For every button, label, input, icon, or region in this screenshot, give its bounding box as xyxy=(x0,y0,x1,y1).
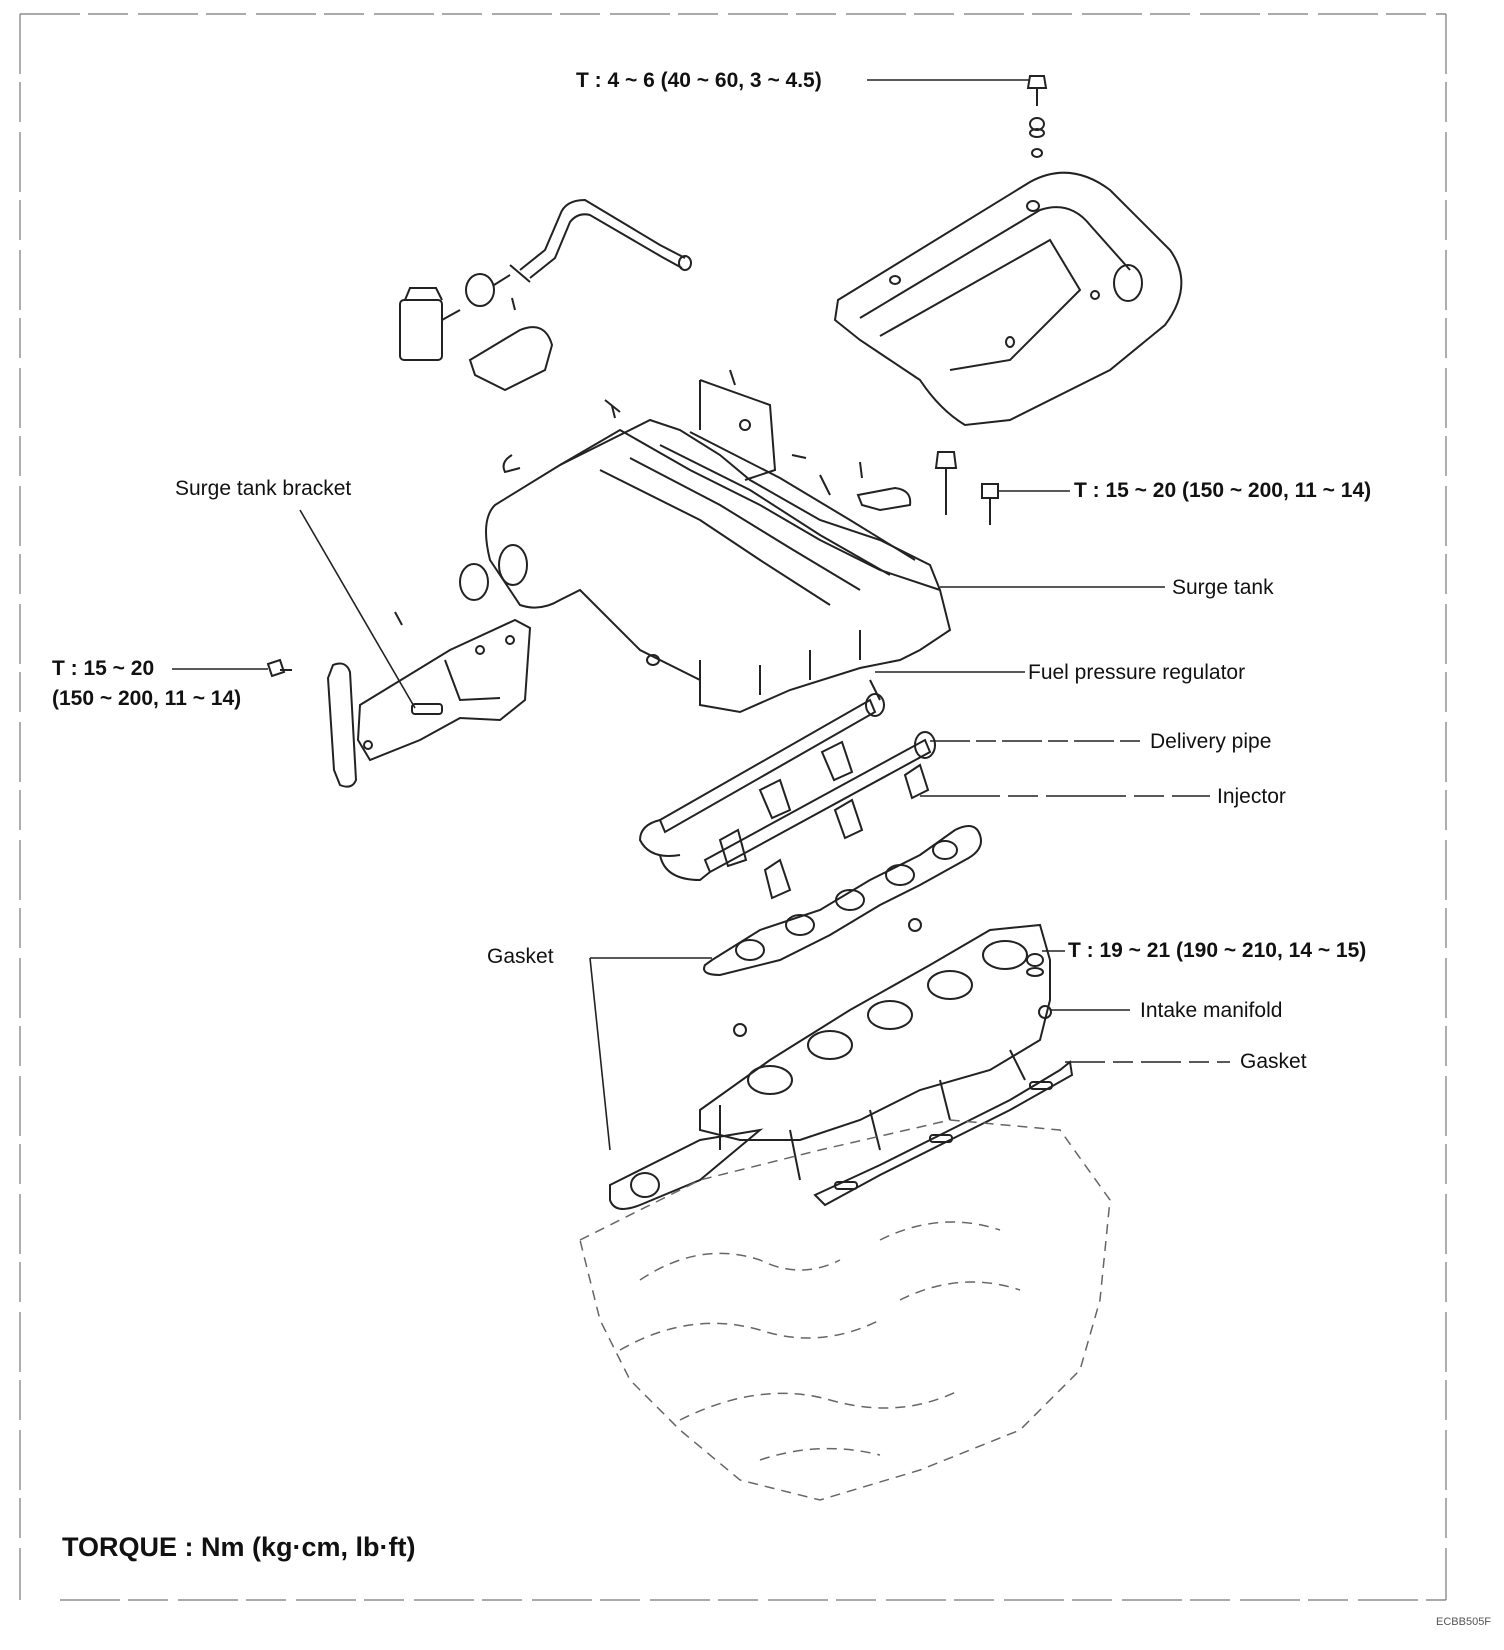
frame xyxy=(19,13,1447,1601)
leader-lines xyxy=(172,79,1230,1151)
delivery-pipe-label: Delivery pipe xyxy=(1150,730,1272,753)
gasket-lower-label: Gasket xyxy=(1240,1050,1307,1073)
torque-bracket-label-line2: (150 ~ 200, 11 ~ 14) xyxy=(52,687,242,710)
lower-gasket-left xyxy=(609,1128,764,1210)
manifold-nut xyxy=(1026,953,1044,977)
cover-bolt xyxy=(1026,75,1048,158)
lower-gasket-right xyxy=(813,1060,1074,1207)
injector-label: Injector xyxy=(1217,785,1286,808)
engine-cover xyxy=(833,171,1183,427)
gasket-upper-label: Gasket xyxy=(487,945,554,968)
surge-tank-bracket-label: Surge tank bracket xyxy=(175,477,352,500)
surge-tank-label: Surge tank xyxy=(1172,576,1274,599)
delivery-pipe xyxy=(638,679,936,882)
intake-manifold xyxy=(699,918,1052,1181)
torque-bracket-label-line1: T : 15 ~ 20 xyxy=(52,657,155,680)
surge-tank-bracket xyxy=(326,618,532,788)
idle-valve xyxy=(399,273,554,392)
small-parts xyxy=(394,369,912,626)
breather-hose xyxy=(509,198,692,283)
fuel-pressure-regulator-label: Fuel pressure regulator xyxy=(1028,661,1246,684)
cylinder-head-outline xyxy=(579,1119,1111,1501)
surge-tank-bolts xyxy=(934,451,999,525)
torque-units-note: TORQUE : Nm (kg·cm, lb·ft) xyxy=(62,1532,416,1562)
torque-surge-bolt-label: T : 15 ~ 20 (150 ~ 200, 11 ~ 14) xyxy=(1074,479,1372,502)
intake-manifold-label: Intake manifold xyxy=(1140,999,1283,1022)
figure-code: ECBB505F xyxy=(1436,1616,1492,1628)
bracket-bolt xyxy=(266,658,292,678)
torque-cover-label: T : 4 ~ 6 (40 ~ 60, 3 ~ 4.5) xyxy=(576,69,822,92)
torque-manifold-label: T : 19 ~ 21 (190 ~ 210, 14 ~ 15) xyxy=(1068,939,1367,962)
injectors xyxy=(718,740,930,900)
surge-tank xyxy=(459,379,952,714)
upper-gasket xyxy=(703,825,982,977)
